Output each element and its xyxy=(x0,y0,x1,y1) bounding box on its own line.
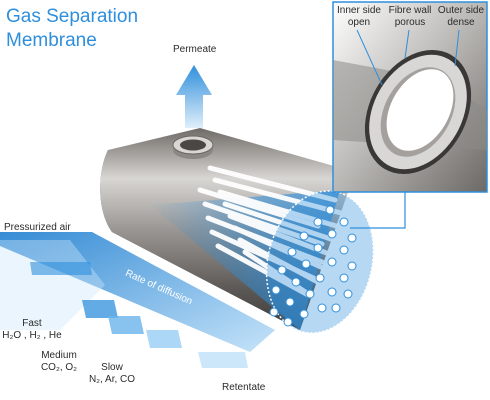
fibre-cross-section-inset xyxy=(332,1,488,193)
fibre-wall-line1: Fibre wall xyxy=(388,5,432,16)
gas-streams xyxy=(0,232,275,368)
inset-fibre-wall-label: Fibre wall porous xyxy=(385,5,435,29)
diagram-title-line1: Gas Separation xyxy=(6,6,139,27)
fast-gases: H₂O , H₂ , He xyxy=(2,330,62,341)
inset-outer-side-label: Outer side dense xyxy=(436,5,486,29)
retentate-label: Retentate xyxy=(222,382,266,393)
fibre-wall-line2: porous xyxy=(394,17,426,28)
fast-title: Fast xyxy=(22,318,42,329)
permeate-nozzle xyxy=(172,135,214,159)
inset-inner-side-label: Inner side open xyxy=(336,5,382,29)
fibre-openings xyxy=(269,205,357,327)
inner-side-line2: open xyxy=(347,17,371,28)
permeate-label: Permeate xyxy=(173,44,217,55)
outer-side-line2: dense xyxy=(447,17,475,28)
diagram-title-line2: Membrane xyxy=(6,30,97,51)
slow-title: Slow xyxy=(101,362,123,373)
medium-title: Medium xyxy=(41,350,77,361)
pressurized-air-label: Pressurized air xyxy=(4,222,71,233)
fast-label: Fast H₂O , H₂ , He xyxy=(2,318,62,342)
medium-gases: CO₂, O₂ xyxy=(40,362,78,373)
outer-side-line1: Outer side xyxy=(437,5,485,16)
slow-gases: N₂, Ar, CO xyxy=(88,374,136,385)
slow-label: Slow N₂, Ar, CO xyxy=(84,362,140,386)
inner-side-line1: Inner side xyxy=(337,5,381,16)
medium-label: Medium CO₂, O₂ xyxy=(34,350,84,374)
permeate-arrow xyxy=(176,65,212,128)
